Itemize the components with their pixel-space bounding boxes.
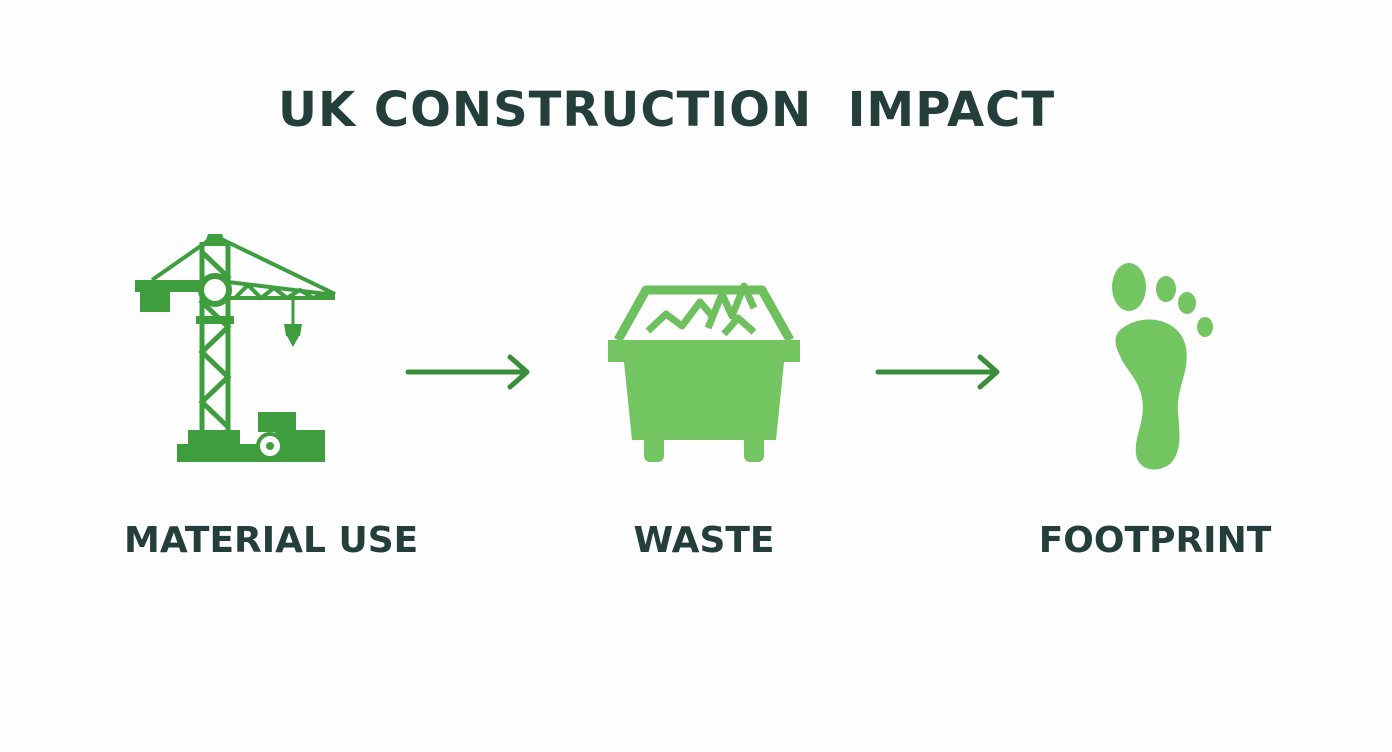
diagram-title: UK CONSTRUCTION IMPACT bbox=[278, 82, 1056, 138]
step-label-footprint: FOOTPRINT bbox=[1038, 520, 1272, 561]
arrow-right-icon bbox=[405, 354, 530, 390]
arrow-right-icon bbox=[875, 354, 1000, 390]
footprint-icon bbox=[1112, 263, 1213, 470]
crane-icon bbox=[135, 234, 336, 462]
skip-bin-icon bbox=[608, 282, 800, 462]
step-label-waste: WASTE bbox=[633, 520, 775, 561]
step-label-material-use: MATERIAL USE bbox=[124, 520, 419, 561]
